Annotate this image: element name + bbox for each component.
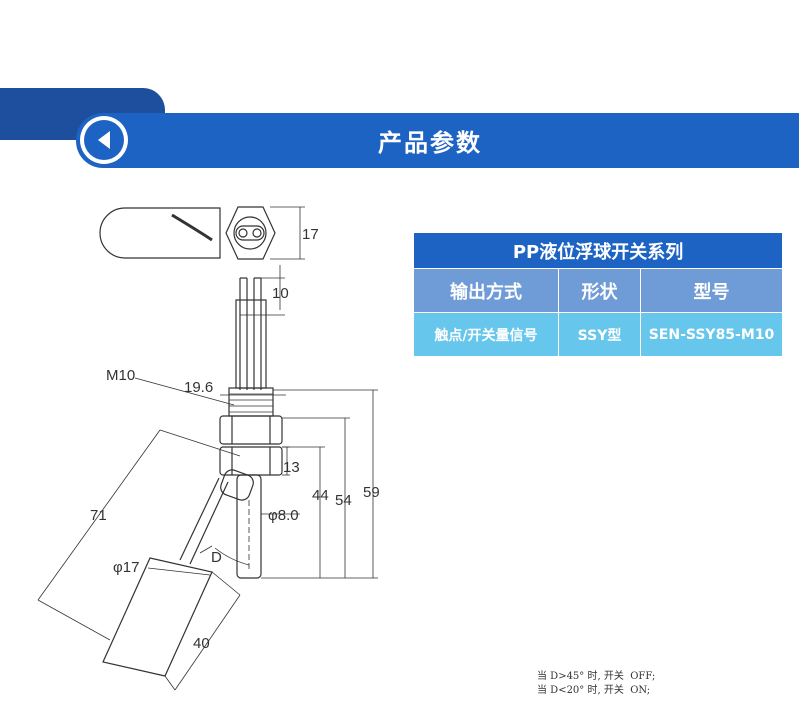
dim-71: 71 [90,507,107,524]
switch-note: 当 D>45° 时, 开关 OFF; 当 D<20° 时, 开关 ON; [537,670,655,698]
float-arm [179,477,220,561]
dim-top-width: 17 [302,226,319,243]
header-banner [76,113,799,168]
column-header-shape: 形状 [558,268,641,313]
table-row: 触点/开关量信号 SSY型 SEN-SSY85-M10 [413,312,784,357]
hinge [220,469,254,501]
dim-nut-height: 13 [283,459,300,476]
dim-float-diameter: φ17 [113,559,139,576]
dim-nut-width: 19.6 [184,379,213,396]
label-thread: M10 [106,367,135,384]
back-button[interactable] [80,116,128,164]
technical-drawing: 17 10 M10 19.6 13 φ8.0 44 54 59 71 φ17 D… [37,206,380,691]
top-view-arm [171,213,213,242]
cell-model: SEN-SSY85-M10 [639,312,784,357]
top-view-hole-left [238,228,248,238]
top-view-slot [235,225,265,241]
spec-table: PP液位浮球开关系列 输出方式 形状 型号 触点/开关量信号 SSY型 SEN-… [412,232,784,357]
dim-59: 59 [363,484,380,501]
spec-table-title: PP液位浮球开关系列 [412,232,784,269]
upper-nut [219,415,283,445]
page-title: 产品参数 [378,129,482,157]
cell-output: 触点/开关量信号 [413,312,559,357]
top-view-float [99,207,221,259]
top-view-hex [225,206,276,260]
column-header-model: 型号 [639,268,784,313]
note-line-1: 当 D>45° 时, 开关 OFF; [537,671,656,682]
dim-54: 54 [335,492,352,509]
dim-44: 44 [312,487,329,504]
dim-stem-diameter: φ8.0 [268,507,299,524]
dim-float-length: 40 [193,635,210,652]
note-line-2: 当 D<20° 时, 开关 ON; [537,685,651,696]
dim-wire-gap: 10 [272,285,289,302]
back-arrow-icon [98,131,110,149]
column-header-output: 输出方式 [413,268,559,313]
top-view-hole-right [252,228,262,238]
cell-shape: SSY型 [558,312,641,357]
label-angle: D [211,549,222,566]
back-button-inner [84,120,124,160]
top-view-ring [233,216,267,250]
